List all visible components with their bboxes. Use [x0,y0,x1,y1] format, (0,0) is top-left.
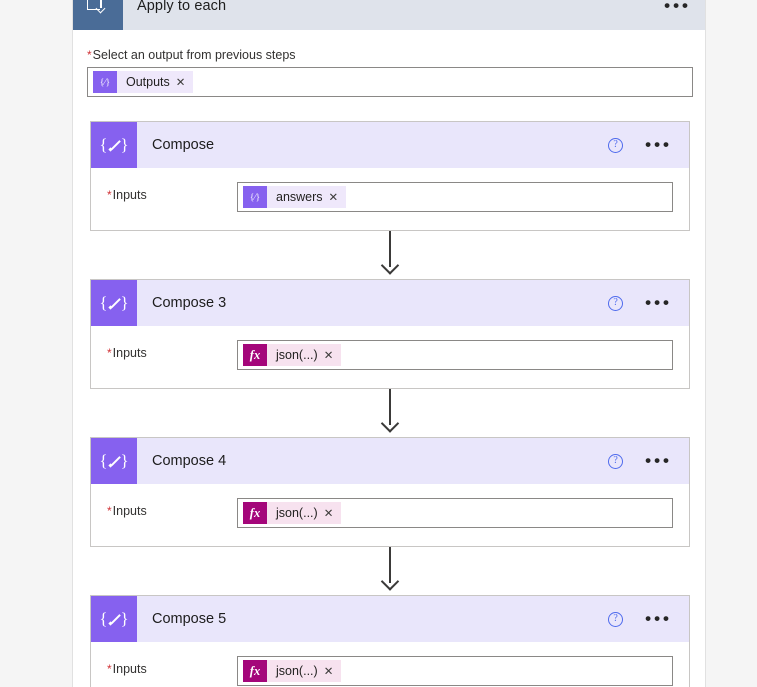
designer-panel: Apply to each ••• *Select an output from… [72,0,706,687]
inputs-label: *Inputs [107,656,237,676]
connector-arrow [90,389,690,437]
inputs-label: *Inputs [107,340,237,360]
action-card-wrapper: { } Compose 4 ? ••• [87,437,693,547]
help-icon[interactable]: ? [608,295,624,311]
token-expression[interactable]: fx json(...) ✕ [243,502,342,524]
ellipsis-icon[interactable]: ••• [645,609,672,628]
inputs-label: *Inputs [107,182,237,202]
token-label: json(...) [276,506,318,520]
apply-to-each-header[interactable]: Apply to each ••• [73,0,705,30]
apply-to-each-title: Apply to each [137,0,227,14]
fx-icon: fx [243,502,267,524]
fx-icon: fx [243,660,267,682]
ellipsis-icon[interactable]: ••• [645,293,672,312]
card-title: Compose 5 [152,611,227,627]
compose-icon: { } [91,122,137,168]
inputs-label-text: Inputs [112,346,147,360]
action-card-compose-4[interactable]: { } Compose 4 ? ••• [90,438,690,547]
token-label: json(...) [276,348,318,362]
action-card-compose-5[interactable]: { } Compose 5 ? ••• [90,596,690,687]
token-expression[interactable]: fx json(...) ✕ [243,344,342,366]
compose-icon: { } [91,280,137,326]
card-header[interactable]: { } Compose 4 ? ••• [91,438,689,484]
apply-to-each-body: *Select an output from previous steps {⁄… [73,30,705,687]
help-icon[interactable]: ? [608,453,624,469]
inputs-label-text: Inputs [112,662,147,676]
select-output-label: *Select an output from previous steps [87,48,693,62]
inputs-field[interactable]: fx json(...) ✕ [237,498,673,528]
card-title: Compose 4 [152,453,227,469]
required-asterisk: * [107,188,112,202]
card-body: *Inputs {⁄} answers ✕ [91,168,689,230]
card-title: Compose [152,137,215,153]
close-icon[interactable]: ✕ [328,192,339,204]
action-card-compose[interactable]: { } Compose ? ••• [90,122,690,231]
inputs-label: *Inputs [107,498,237,518]
action-card-compose-3[interactable]: { } Compose 3 ? ••• [90,280,690,389]
token-answers[interactable]: {⁄} answers ✕ [243,186,347,208]
card-body: *Inputs fx json(...) ✕ [91,326,689,388]
inputs-field[interactable]: fx json(...) ✕ [237,340,673,370]
dynamic-content-icon: {⁄} [243,186,267,208]
card-header[interactable]: { } Compose 5 ? ••• [91,596,689,642]
token-label: Outputs [126,75,170,89]
ellipsis-icon[interactable]: ••• [645,451,672,470]
inputs-field[interactable]: {⁄} answers ✕ [237,182,673,212]
connector-arrow [90,231,690,279]
dynamic-content-icon: {⁄} [93,71,117,93]
select-output-label-text: Select an output from previous steps [92,48,296,62]
required-asterisk: * [107,662,112,676]
card-title: Compose 3 [152,295,227,311]
action-card-wrapper: { } Compose 3 ? ••• [87,279,693,389]
action-card-stack: { } Compose ? ••• [87,97,693,687]
token-expression[interactable]: fx json(...) ✕ [243,660,342,682]
close-icon[interactable]: ✕ [175,77,186,89]
foreach-loop-icon [73,0,123,30]
fx-icon: fx [243,344,267,366]
required-asterisk: * [87,48,92,62]
token-label: json(...) [276,664,318,678]
inputs-label-text: Inputs [112,188,147,202]
close-icon[interactable]: ✕ [323,508,334,520]
help-icon[interactable]: ? [608,611,624,627]
action-card-wrapper: { } Compose 5 ? ••• [87,595,693,687]
action-card-wrapper: { } Compose ? ••• [87,121,693,231]
ellipsis-icon[interactable]: ••• [664,0,691,15]
card-body: *Inputs fx json(...) ✕ [91,484,689,546]
compose-icon: { } [91,596,137,642]
ellipsis-icon[interactable]: ••• [645,135,672,154]
close-icon[interactable]: ✕ [323,350,334,362]
card-header[interactable]: { } Compose 3 ? ••• [91,280,689,326]
close-icon[interactable]: ✕ [323,666,334,678]
card-body: *Inputs fx json(...) ✕ [91,642,689,687]
select-output-input[interactable]: {⁄} Outputs ✕ [87,67,693,97]
connector-arrow [90,547,690,595]
card-header[interactable]: { } Compose ? ••• [91,122,689,168]
required-asterisk: * [107,504,112,518]
token-label: answers [276,190,323,204]
help-icon[interactable]: ? [608,137,624,153]
required-asterisk: * [107,346,112,360]
inputs-label-text: Inputs [112,504,147,518]
token-outputs[interactable]: {⁄} Outputs ✕ [93,71,194,93]
compose-icon: { } [91,438,137,484]
inputs-field[interactable]: fx json(...) ✕ [237,656,673,686]
